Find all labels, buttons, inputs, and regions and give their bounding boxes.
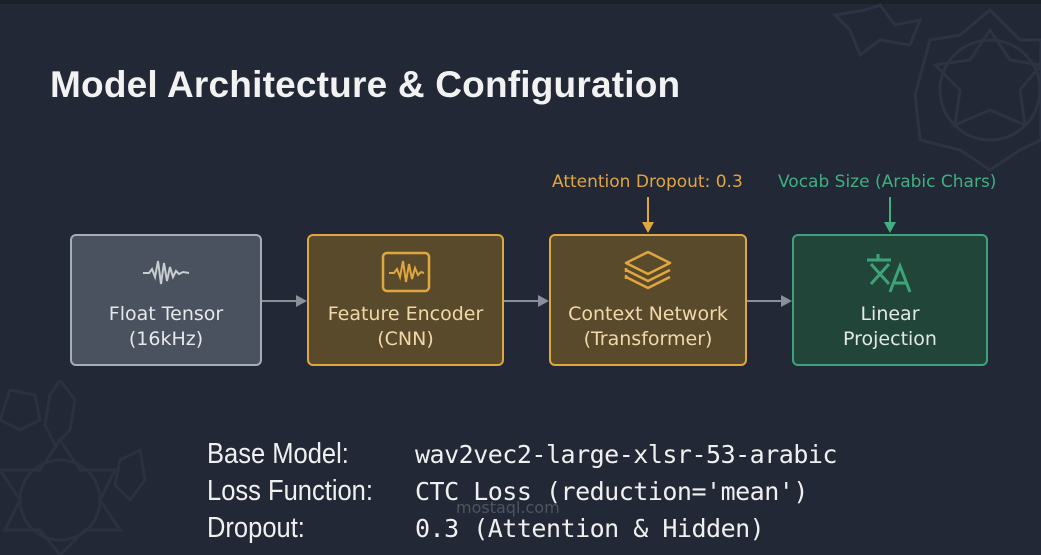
waveform-box-icon	[380, 250, 432, 294]
flow-arrow	[504, 295, 549, 307]
config-value: wav2vec2-large-xlsr-53-arabic	[415, 440, 838, 469]
annotation-arrow-context	[642, 197, 654, 233]
config-key: Dropout:	[207, 512, 305, 544]
geometric-pattern-decoration	[831, 3, 1041, 172]
vocab-size-annotation: Vocab Size (Arabic Chars)	[778, 172, 997, 192]
config-row: Loss Function: CTC Loss (reduction='mean…	[207, 473, 837, 510]
feature-encoder-node: Feature Encoder(CNN)	[307, 234, 504, 366]
node-label: Float Tensor(16kHz)	[108, 303, 224, 350]
waveform-icon	[141, 250, 191, 294]
node-label: Context Network(Transformer)	[568, 303, 728, 350]
attention-dropout-annotation: Attention Dropout: 0.3	[552, 172, 743, 192]
geometric-pattern-decoration	[0, 380, 147, 555]
top-band	[0, 0, 1041, 4]
translate-icon	[865, 250, 915, 294]
float-tensor-node: Float Tensor(16kHz)	[70, 234, 262, 366]
flow-arrow	[747, 295, 792, 307]
context-network-node: Context Network(Transformer)	[549, 234, 747, 366]
config-key: Base Model:	[207, 438, 349, 470]
flow-arrow	[262, 295, 307, 307]
config-row: Dropout: 0.3 (Attention & Hidden)	[207, 510, 837, 547]
config-list: Base Model: wav2vec2-large-xlsr-53-arabi…	[207, 436, 838, 547]
layers-icon	[622, 250, 674, 294]
node-label: Feature Encoder(CNN)	[327, 303, 484, 350]
config-row: Base Model: wav2vec2-large-xlsr-53-arabi…	[207, 436, 838, 473]
config-key: Loss Function:	[207, 475, 373, 507]
config-value: 0.3 (Attention & Hidden)	[415, 514, 765, 543]
config-value: CTC Loss (reduction='mean')	[415, 477, 808, 506]
annotation-arrow-linear	[884, 197, 896, 233]
page-title: Model Architecture & Configuration	[50, 64, 681, 105]
